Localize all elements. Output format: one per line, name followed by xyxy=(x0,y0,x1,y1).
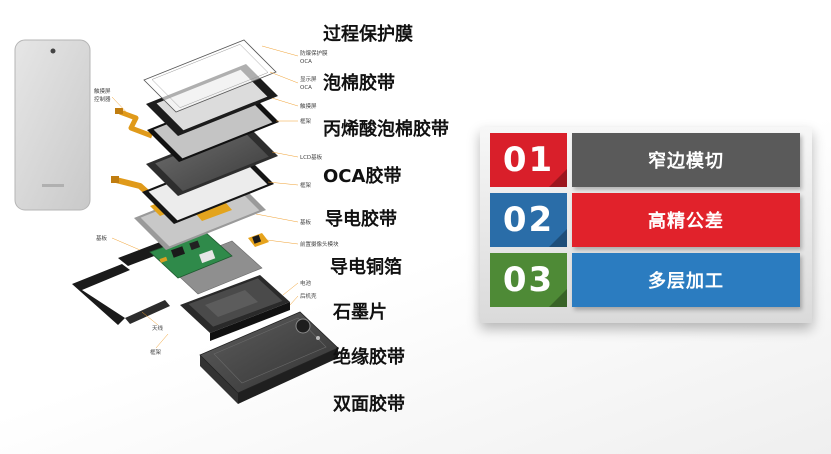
material-label-conductive-tape: 导电胶带 xyxy=(325,209,397,230)
part-label: 后机壳 xyxy=(300,292,317,300)
part-label: OCA xyxy=(300,85,312,91)
leader-line xyxy=(271,151,299,158)
layer-pcb xyxy=(149,231,263,295)
pcb-chip-1 xyxy=(170,246,186,258)
pcb-chip-2 xyxy=(189,240,201,251)
part-label: 显示屏 xyxy=(300,76,317,83)
layer-side-frame xyxy=(72,242,170,325)
feature-number: 01 xyxy=(502,140,555,180)
layer-lcd xyxy=(146,124,278,196)
feature-panel: 01 窄边模切 02 高精公差 03 多层加工 xyxy=(480,127,812,323)
phone-logo-mark xyxy=(42,184,64,187)
part-label: 基板 xyxy=(300,218,312,226)
battery-side xyxy=(210,302,290,341)
feature-bar: 窄边模切 xyxy=(572,133,800,187)
part-label: 防爆保护膜 xyxy=(300,49,328,57)
back-camera-lens xyxy=(295,318,311,334)
part-labels-left: 触摸屏 控制器 基板 天线 框架 xyxy=(94,87,164,356)
leader-line xyxy=(271,97,299,107)
part-label: 框架 xyxy=(150,348,162,356)
feature-number-box: 02 xyxy=(490,193,567,247)
flex-cable-upper xyxy=(119,109,153,139)
part-label: OCA xyxy=(300,59,312,65)
side-frame-edge xyxy=(125,300,170,324)
ribbon-fold xyxy=(549,289,567,307)
back-cover-inner xyxy=(213,317,327,384)
part-label: LCD基板 xyxy=(300,153,323,161)
side-frame-lower xyxy=(72,264,130,325)
material-label-foam-tape: 泡棉胶带 xyxy=(323,73,395,94)
feature-row-1: 01 窄边模切 xyxy=(490,133,802,187)
feature-number: 02 xyxy=(502,200,555,240)
battery-label xyxy=(205,290,258,317)
material-label-double-sided-tape: 双面胶带 xyxy=(333,394,405,415)
phone-back xyxy=(14,39,91,211)
back-flash xyxy=(316,336,320,340)
exploded-phone-diagram: 防爆保护膜 OCA 显示屏 OCA 触摸屏 框架 LCD基板 框架 基板 前置摄… xyxy=(14,39,339,404)
leader-line xyxy=(111,237,141,251)
material-label-insulating-tape: 绝缘胶带 xyxy=(333,347,405,368)
part-label: 天线 xyxy=(152,324,164,332)
lcd-inner xyxy=(155,129,269,191)
pcb-shield xyxy=(199,249,216,264)
material-label-oca-tape: OCA胶带 xyxy=(323,166,402,187)
flex-connector-lower xyxy=(111,176,119,183)
feature-bar: 高精公差 xyxy=(572,193,800,247)
camera-module xyxy=(248,233,269,247)
film-inner xyxy=(151,44,269,108)
part-label: 框架 xyxy=(300,181,312,189)
feature-row-3: 03 多层加工 xyxy=(490,253,802,307)
part-label: 基板 xyxy=(96,234,108,242)
part-label: 前置摄像头模块 xyxy=(300,240,339,248)
leader-line xyxy=(289,295,299,306)
phone-body xyxy=(14,39,91,211)
feature-number: 03 xyxy=(502,260,555,300)
leader-line xyxy=(141,311,159,326)
material-label-process-protection-film: 过程保护膜 xyxy=(323,24,413,45)
part-label: 框架 xyxy=(300,117,312,125)
camera-body xyxy=(252,234,262,244)
layer-battery xyxy=(180,275,290,341)
feature-label: 多层加工 xyxy=(648,271,724,292)
side-frame-upper xyxy=(118,242,170,266)
leader-line xyxy=(255,213,299,223)
part-label: 触摸屏 xyxy=(300,102,317,110)
material-label-conductive-copper-foil: 导电铜箔 xyxy=(330,257,402,278)
feature-label: 高精公差 xyxy=(648,211,724,232)
material-label-acrylic-foam-tape: 丙烯酸泡棉胶带 xyxy=(323,119,449,140)
layer-protective-film xyxy=(143,39,277,113)
layer-back-cover xyxy=(199,311,339,404)
ribbon-fold xyxy=(549,229,567,247)
feature-row-2: 02 高精公差 xyxy=(490,193,802,247)
part-label: 触摸屏 xyxy=(94,87,111,95)
feature-number-box: 01 xyxy=(490,133,567,187)
leader-line xyxy=(261,45,299,57)
leader-line xyxy=(155,333,169,349)
pcb-connector xyxy=(159,256,168,263)
board-flex-2 xyxy=(196,203,232,221)
leader-line xyxy=(282,282,299,296)
leader-line xyxy=(266,239,299,245)
phone-camera xyxy=(50,48,56,54)
leader-line xyxy=(269,71,299,84)
flex-connector-upper xyxy=(115,108,123,114)
film-outer xyxy=(143,39,277,113)
material-label-graphite-sheet: 石墨片 xyxy=(333,302,387,323)
feature-number-box: 03 xyxy=(490,253,567,307)
ribbon-fold xyxy=(549,169,567,187)
leader-line xyxy=(267,181,299,186)
leader-line xyxy=(111,96,131,117)
back-cover-left-side xyxy=(200,355,238,404)
part-label: 控制器 xyxy=(94,95,111,103)
leader-lines xyxy=(111,45,299,349)
part-labels-right: 防爆保护膜 OCA 显示屏 OCA 触摸屏 框架 LCD基板 框架 基板 前置摄… xyxy=(300,49,339,300)
feature-label: 窄边模切 xyxy=(648,151,724,172)
part-label: 电池 xyxy=(300,279,312,287)
feature-bar: 多层加工 xyxy=(572,253,800,307)
back-cover-front-side xyxy=(238,348,338,404)
